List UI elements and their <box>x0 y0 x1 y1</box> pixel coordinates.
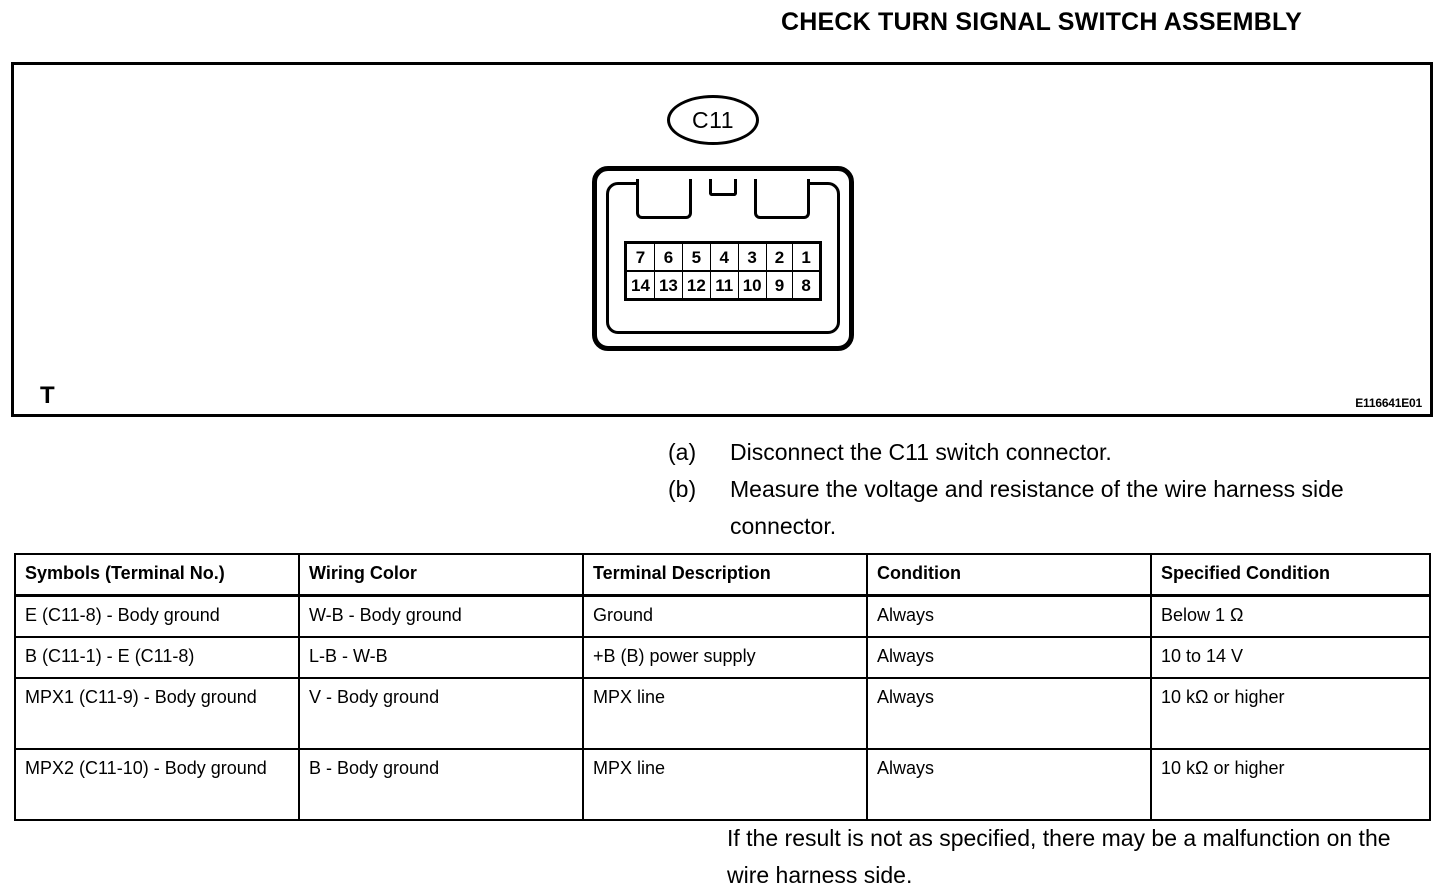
cell-symbols: B (C11-1) - E (C11-8) <box>14 636 300 679</box>
latch-notch-right <box>754 179 810 219</box>
cell-symbols: MPX2 (C11-10) - Body ground <box>14 748 300 821</box>
pin-cell: 2 <box>765 243 794 272</box>
pin-cell: 14 <box>626 270 655 299</box>
pin-cell: 9 <box>765 270 794 299</box>
connector-diagram: 7 6 5 4 3 2 1 14 13 12 11 10 9 8 <box>592 166 854 351</box>
cell-symbols: MPX1 (C11-9) - Body ground <box>14 677 300 750</box>
column-header-condition: Condition <box>866 553 1152 597</box>
pin-cell: 5 <box>681 243 711 272</box>
notch-mid-mask <box>726 182 754 186</box>
connector-pin-grid: 7 6 5 4 3 2 1 14 13 12 11 10 9 8 <box>624 241 822 301</box>
procedure-step-b: (b) Measure the voltage and resistance o… <box>668 471 1428 545</box>
pin-cell: 7 <box>626 243 655 272</box>
pin-cell: 3 <box>737 243 767 272</box>
cell-condition: Always <box>866 594 1152 638</box>
step-a-tag: (a) <box>668 439 697 465</box>
cell-wiring-color: W-B - Body ground <box>298 594 584 638</box>
page-title: CHECK TURN SIGNAL SWITCH ASSEMBLY <box>781 8 1302 36</box>
table-row: E (C11-8) - Body ground W-B - Body groun… <box>14 594 1431 638</box>
figure-reference-code: E116641E01 <box>1355 396 1422 410</box>
column-header-terminal-description: Terminal Description <box>582 553 868 597</box>
cell-specified-condition: 10 to 14 V <box>1150 636 1431 679</box>
pin-row-top: 7 6 5 4 3 2 1 <box>626 243 820 272</box>
latch-notch-left <box>636 179 692 219</box>
pin-cell: 6 <box>653 243 683 272</box>
step-a-text: Disconnect the C11 switch connector. <box>730 439 1112 465</box>
cell-terminal-description: MPX line <box>582 677 868 750</box>
cell-symbols: E (C11-8) - Body ground <box>14 594 300 638</box>
cell-wiring-color: L-B - W-B <box>298 636 584 679</box>
pin-cell: 1 <box>792 243 820 272</box>
figure-marker-t: T <box>40 382 55 409</box>
cell-wiring-color: V - Body ground <box>298 677 584 750</box>
cell-terminal-description: MPX line <box>582 748 868 821</box>
footer-note: If the result is not as specified, there… <box>727 825 1391 888</box>
pin-cell: 4 <box>709 243 739 272</box>
latch-notch-center <box>709 179 737 196</box>
step-b-tag: (b) <box>668 476 697 502</box>
column-header-symbols: Symbols (Terminal No.) <box>14 553 300 597</box>
cell-condition: Always <box>866 748 1152 821</box>
pin-cell: 12 <box>681 270 711 299</box>
cell-condition: Always <box>866 636 1152 679</box>
table-row: MPX1 (C11-9) - Body ground V - Body grou… <box>14 677 1431 750</box>
pin-cell: 13 <box>653 270 683 299</box>
cell-condition: Always <box>866 677 1152 750</box>
cell-specified-condition: Below 1 Ω <box>1150 594 1431 638</box>
column-header-specified-condition: Specified Condition <box>1150 553 1431 597</box>
procedure-steps: (a) Disconnect the C11 switch connector.… <box>668 434 1428 545</box>
cell-specified-condition: 10 kΩ or higher <box>1150 748 1431 821</box>
connector-callout-oval: C11 <box>667 95 759 145</box>
cell-wiring-color: B - Body ground <box>298 748 584 821</box>
specification-table: Symbols (Terminal No.) Wiring Color Term… <box>14 553 1431 821</box>
table-row: B (C11-1) - E (C11-8) L-B - W-B +B (B) p… <box>14 636 1431 679</box>
cell-terminal-description: +B (B) power supply <box>582 636 868 679</box>
procedure-step-a: (a) Disconnect the C11 switch connector. <box>668 434 1428 471</box>
connector-callout-label: C11 <box>692 106 734 133</box>
pin-cell: 8 <box>792 270 820 299</box>
table-header-row: Symbols (Terminal No.) Wiring Color Term… <box>14 553 1431 597</box>
pin-cell: 10 <box>737 270 767 299</box>
cell-specified-condition: 10 kΩ or higher <box>1150 677 1431 750</box>
table-row: MPX2 (C11-10) - Body ground B - Body gro… <box>14 748 1431 821</box>
pin-cell: 11 <box>709 270 739 299</box>
cell-terminal-description: Ground <box>582 594 868 638</box>
pin-row-bottom: 14 13 12 11 10 9 8 <box>626 270 820 299</box>
step-b-text: Measure the voltage and resistance of th… <box>730 476 1344 539</box>
column-header-wiring-color: Wiring Color <box>298 553 584 597</box>
